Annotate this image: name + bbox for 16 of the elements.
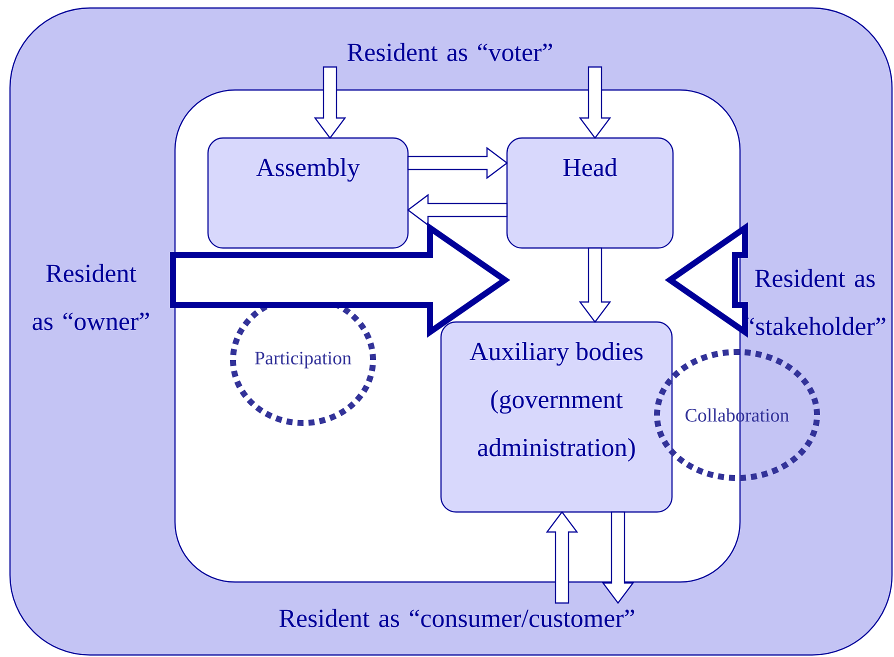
arrow <box>407 146 508 180</box>
arrow <box>314 66 346 139</box>
arrow <box>407 194 508 226</box>
process-box: Assembly <box>207 137 409 249</box>
role-label: Resident as “voter” <box>348 42 552 62</box>
arrow <box>546 511 578 604</box>
role-label: Resident as “stakeholder” <box>744 268 886 336</box>
arrow <box>664 222 748 338</box>
arrow <box>602 511 634 604</box>
arrow <box>170 222 510 338</box>
role-label: Resident as “consumer/customer” <box>279 608 634 628</box>
process-box: Auxiliary bodies (government administration) <box>440 321 673 513</box>
process-box: Head <box>506 137 674 249</box>
role-label: Resident as “owner” <box>32 264 149 330</box>
arrow <box>578 247 612 323</box>
arrow <box>578 66 612 139</box>
